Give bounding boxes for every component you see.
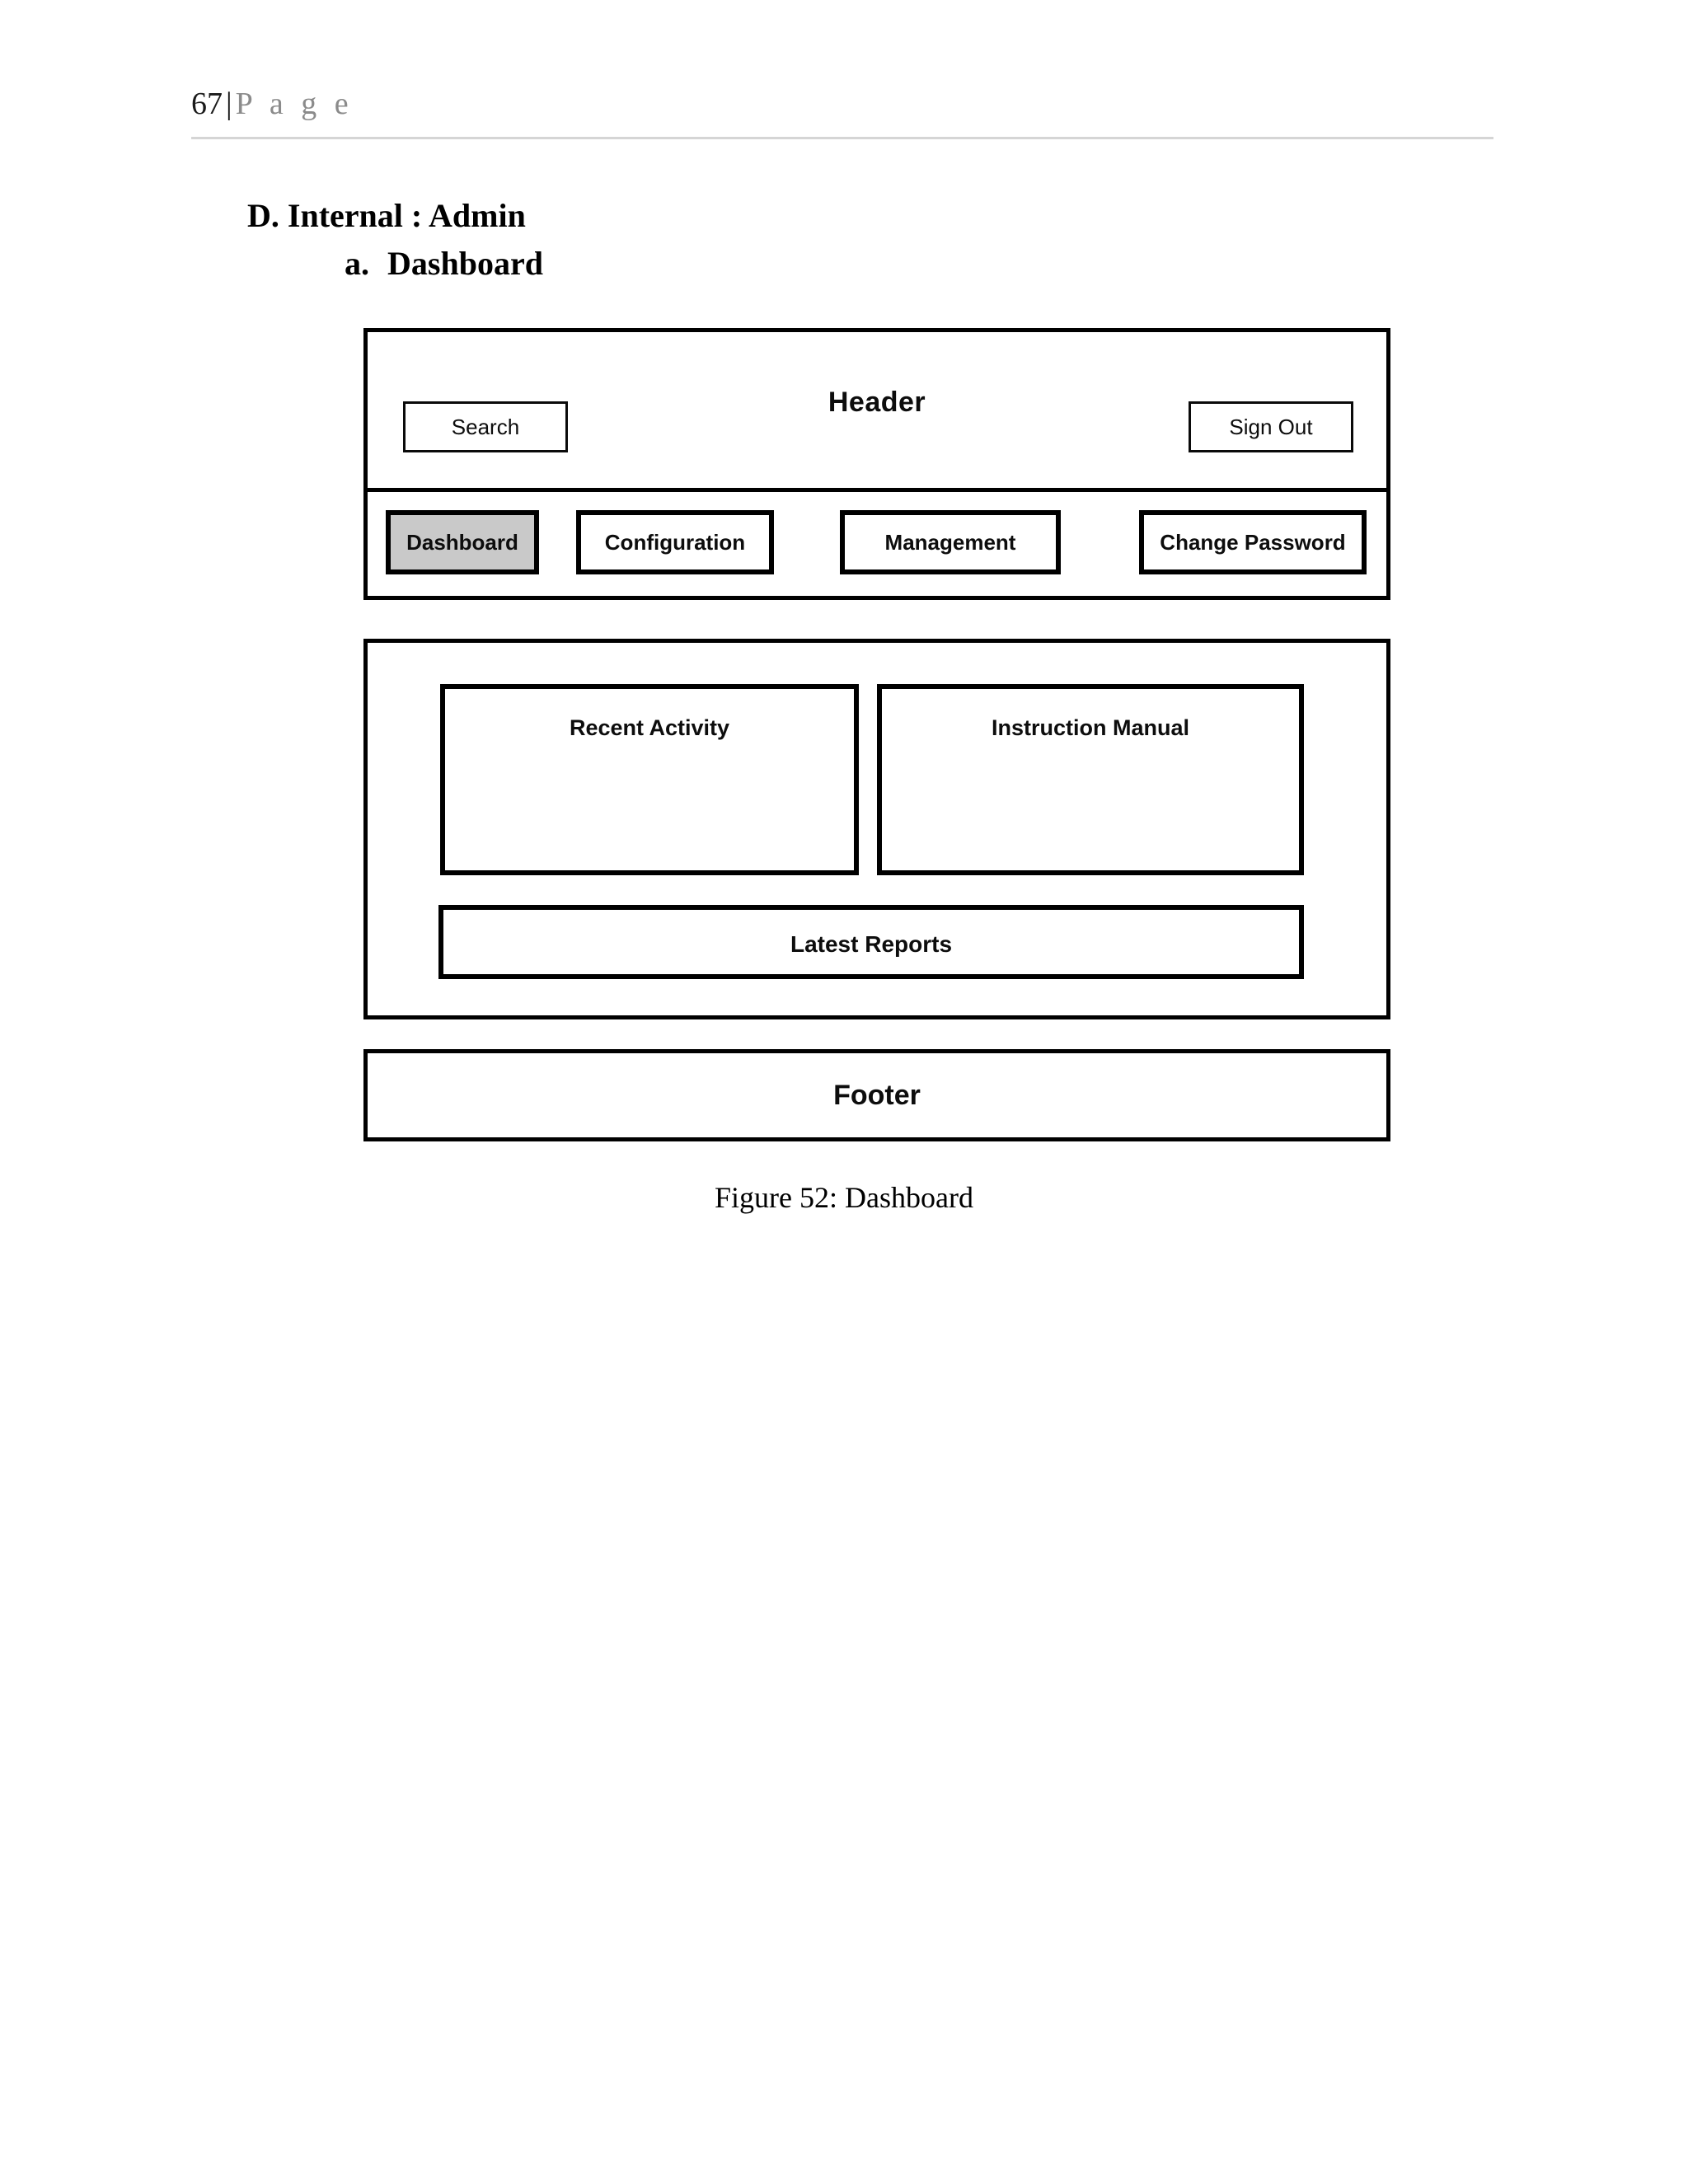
nav-tab-configuration-label: Configuration bbox=[604, 529, 746, 555]
nav-tab-configuration[interactable]: Configuration bbox=[576, 510, 774, 574]
sign-out-button-label: Sign Out bbox=[1229, 414, 1313, 439]
page-number: 67 bbox=[191, 87, 223, 121]
wireframe-footer: Footer bbox=[363, 1049, 1390, 1141]
wireframe-nav-section: Dashboard Configuration Management Chang… bbox=[368, 492, 1386, 596]
wireframe-content-container: Recent Activity Instruction Manual Lates… bbox=[363, 639, 1390, 1019]
nav-tab-management[interactable]: Management bbox=[840, 510, 1061, 574]
sign-out-button[interactable]: Sign Out bbox=[1189, 401, 1353, 452]
figure-caption: Figure 52: Dashboard bbox=[715, 1181, 973, 1214]
search-button[interactable]: Search bbox=[403, 401, 568, 452]
panel-recent-activity[interactable]: Recent Activity bbox=[440, 684, 859, 875]
search-button-label: Search bbox=[451, 414, 520, 439]
panel-instruction-manual-label: Instruction Manual bbox=[991, 715, 1189, 740]
page-running-header: 67|P a g e bbox=[191, 86, 354, 122]
panel-instruction-manual[interactable]: Instruction Manual bbox=[877, 684, 1304, 875]
section-heading: D. Internal : Admin bbox=[247, 197, 526, 234]
nav-tab-change-password-label: Change Password bbox=[1160, 529, 1346, 555]
panel-latest-reports[interactable]: Latest Reports bbox=[438, 905, 1304, 979]
nav-tab-change-password[interactable]: Change Password bbox=[1139, 510, 1367, 574]
footer-label: Footer bbox=[833, 1080, 921, 1111]
wireframe-top-container: Header Search Sign Out Dashboard Configu… bbox=[363, 328, 1390, 600]
page-header-rule bbox=[191, 137, 1493, 139]
panel-recent-activity-label: Recent Activity bbox=[569, 715, 730, 740]
nav-tab-dashboard[interactable]: Dashboard bbox=[386, 510, 539, 574]
panel-latest-reports-label: Latest Reports bbox=[790, 931, 953, 957]
page-separator: | bbox=[226, 87, 232, 121]
page-word-label: P a g e bbox=[235, 87, 354, 121]
header-title: Header bbox=[828, 387, 926, 418]
wireframe-header-section: Header Search Sign Out bbox=[368, 332, 1386, 492]
sub-heading-marker: a. bbox=[345, 245, 369, 282]
nav-tab-management-label: Management bbox=[884, 529, 1016, 555]
nav-tab-dashboard-label: Dashboard bbox=[406, 529, 518, 555]
sub-heading: a. Dashboard bbox=[345, 244, 543, 283]
sub-heading-title: Dashboard bbox=[387, 245, 543, 282]
